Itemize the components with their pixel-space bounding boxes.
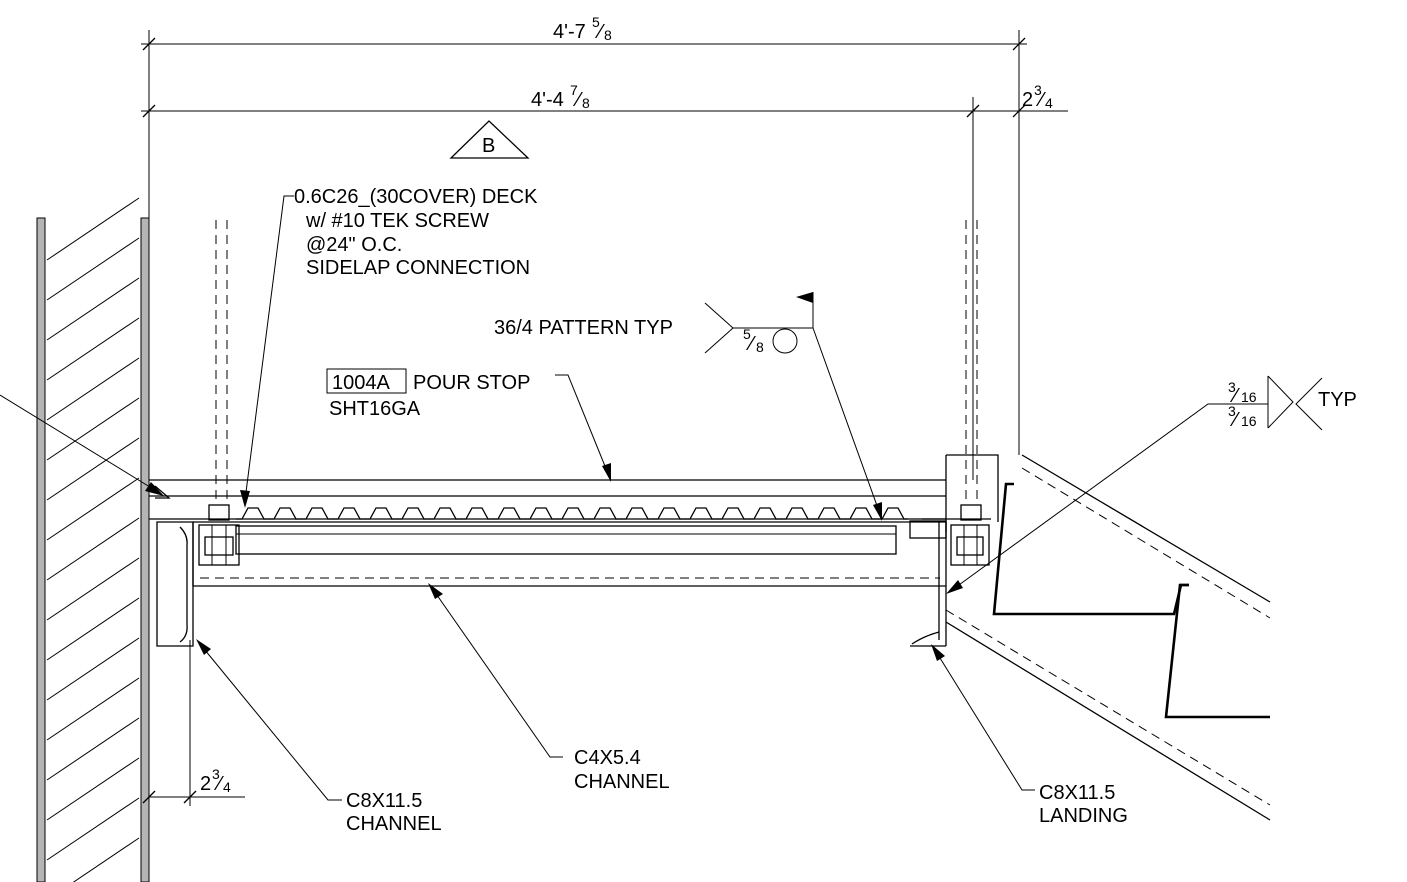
fillet-weld-label: TYP xyxy=(1318,389,1357,411)
dimension-overall: 4'-7 5 ⁄ 8 xyxy=(141,14,1027,455)
leader-mid-channel xyxy=(428,583,563,758)
leader-weld-pattern xyxy=(812,327,882,521)
mid-channel-c4 xyxy=(192,521,946,587)
pour-stop-label: POUR STOP xyxy=(413,372,530,394)
fillet-bottom-den: 16 xyxy=(1241,413,1257,429)
weld-size-den: 8 xyxy=(756,339,764,355)
landing-line2: LANDING xyxy=(1039,805,1128,827)
fillet-top-num: 3 xyxy=(1228,379,1236,395)
leader-pour-stop xyxy=(555,374,611,482)
svg-text:⁄: ⁄ xyxy=(1035,89,1046,111)
metal-deck-profile xyxy=(236,507,908,520)
svg-text:⁄: ⁄ xyxy=(572,89,583,111)
pour-stop-note: 1004A POUR STOP SHT16GA xyxy=(326,368,530,420)
deck-note-line3: @24" O.C. xyxy=(306,234,402,256)
svg-text:⁄: ⁄ xyxy=(1229,385,1240,407)
svg-text:⁄: ⁄ xyxy=(745,333,756,355)
svg-text:⁄: ⁄ xyxy=(213,773,224,795)
wall-channel-line1: C8X11.5 xyxy=(346,790,422,812)
weld-size-num: 5 xyxy=(743,326,751,342)
leader-fillet-weld xyxy=(946,403,1268,594)
dimension-deck-width: 4'-4 7 ⁄ 8 2 3 ⁄ 4 xyxy=(141,82,1068,480)
leader-landing xyxy=(931,644,1035,791)
landing-line1: C8X11.5 xyxy=(1039,782,1115,804)
pour-stop-tag: 1004A xyxy=(332,372,390,394)
stair-stringer xyxy=(945,454,1271,821)
dim-overall-den: 8 xyxy=(604,27,612,43)
landing-note: C8X11.5 LANDING xyxy=(1039,782,1128,827)
landing-channel-c8 xyxy=(910,522,947,647)
left-bolt-connection xyxy=(198,504,240,566)
dim-right-den: 4 xyxy=(1045,95,1053,111)
weld-symbol-pattern: 5 ⁄ 8 xyxy=(704,292,814,355)
wall-channel-line2: CHANNEL xyxy=(346,813,442,835)
dim-right-num: 3 xyxy=(1034,82,1042,98)
deck-note: 0.6C26_(30COVER) DECK w/ #10 TEK SCREW @… xyxy=(294,186,538,279)
dim-deck-num: 7 xyxy=(570,82,578,98)
weld-symbol-fillet: 3 ⁄ 16 3 ⁄ 16 xyxy=(1228,375,1323,431)
fillet-top-den: 16 xyxy=(1241,389,1257,405)
pour-stop-gauge: SHT16GA xyxy=(329,398,421,420)
dim-bottom-whole: 2 xyxy=(200,773,211,795)
dim-right-whole: 2 xyxy=(1022,89,1033,111)
weld-pattern-label: 36/4 PATTERN TYP xyxy=(494,317,673,339)
mid-channel-line2: CHANNEL xyxy=(574,771,670,793)
fillet-bottom-num: 3 xyxy=(1228,403,1236,419)
dimension-bottom-offset: 2 3 ⁄ 4 xyxy=(142,640,245,806)
section-mark-triangle: B xyxy=(449,120,530,159)
deck-note-line4: SIDELAP CONNECTION xyxy=(306,257,530,279)
leader-wall-channel xyxy=(196,639,342,801)
right-bolt-connection xyxy=(909,504,990,566)
leader-deck-note xyxy=(240,195,294,508)
concrete-wall xyxy=(36,197,150,882)
leader-wall-left xyxy=(0,394,164,496)
dim-overall-num: 5 xyxy=(592,14,600,30)
dim-bottom-num: 3 xyxy=(212,766,220,782)
bolt-centerlines xyxy=(215,220,978,505)
mid-channel-line1: C4X5.4 xyxy=(574,747,641,769)
dim-bottom-den: 4 xyxy=(223,779,231,795)
svg-text:⁄: ⁄ xyxy=(594,21,605,43)
wall-channel-c8 xyxy=(156,521,194,647)
mid-channel-note: C4X5.4 CHANNEL xyxy=(574,747,670,793)
dim-overall-whole: 4'-7 xyxy=(553,21,586,43)
dim-deck-whole: 4'-4 xyxy=(531,89,564,111)
svg-text:⁄: ⁄ xyxy=(1229,409,1240,431)
deck-note-line1: 0.6C26_(30COVER) DECK xyxy=(294,186,538,208)
section-mark-letter: B xyxy=(482,135,495,157)
wall-channel-note: C8X11.5 CHANNEL xyxy=(346,790,442,835)
deck-note-line2: w/ #10 TEK SCREW xyxy=(305,210,489,232)
dim-deck-den: 8 xyxy=(582,95,590,111)
